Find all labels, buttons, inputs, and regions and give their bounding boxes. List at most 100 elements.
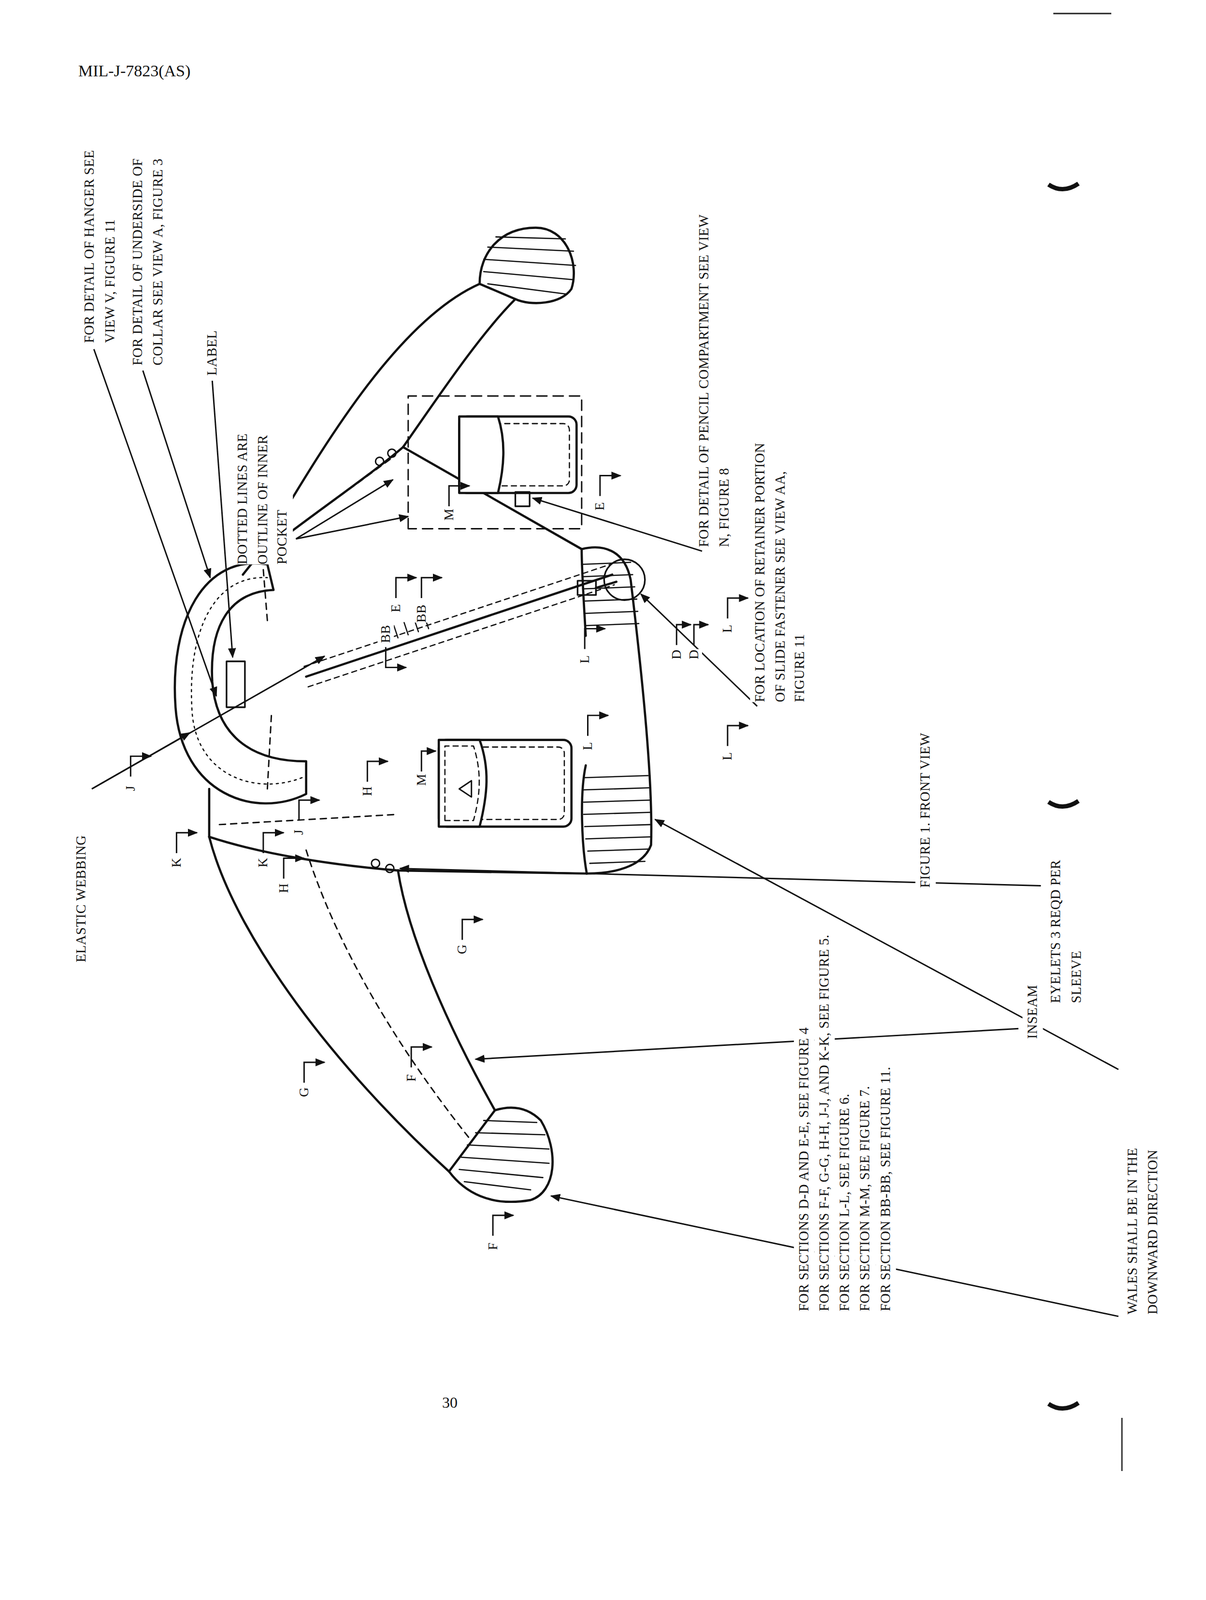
section-letter: E [591,502,608,511]
pocket [459,416,577,493]
callout-note: WALES SHALL BE IN THE DOWNWARD DIRECTION [1122,1091,1163,1315]
section-arrow [263,832,284,854]
section-letter: BB [377,624,394,643]
binder-mark [1048,183,1079,190]
section-arrow [367,761,388,782]
waistband-ribs [581,562,652,864]
slider [577,580,596,596]
section-letter: K [255,857,272,868]
section-letter: H [275,883,292,893]
section-arrow [727,725,748,747]
section-letter: J [122,785,139,791]
collar-ribbing [191,577,302,785]
hem [581,547,652,874]
section-letter: E [387,603,404,613]
section-note: FOR SECTION M-M, SEE FIGURE 7. [855,1086,876,1312]
section-arrow [492,1215,514,1236]
callout-note: FOR LOCATION OF RETAINER PORTION OF SLID… [749,442,810,703]
section-letter: F [484,1242,501,1251]
section-letter: F [402,1074,419,1082]
section-arrow [395,577,417,599]
retainer-circle [603,559,645,601]
label-patch [226,661,245,708]
section-arrow [385,646,406,668]
section-arrow [130,756,151,777]
section-arrow [299,800,320,821]
eyelet [385,864,394,873]
section-arrow [676,624,691,646]
sleeve-seam [306,850,472,1142]
cuff-ribs [459,1120,549,1191]
spec-number: MIL-J-7823(AS) [78,61,191,81]
pocket-flap [438,740,487,828]
section-arrow [411,1047,432,1068]
eyelet [375,457,384,466]
section-letter: G [454,944,471,955]
section-note: FOR SECTION BB-BB, SEE FIGURE 11. [875,1066,896,1312]
binder-mark [1048,1403,1079,1409]
leader-line [400,868,1041,887]
inner-pocket-outline [408,396,582,530]
flap-stitch [445,746,480,821]
section-letter: G [295,1087,312,1098]
section-letter: J [290,829,307,835]
cuff-ribs [483,236,576,294]
section-letter: K [168,857,185,868]
page-rule [1053,13,1112,15]
section-arrow [421,751,436,772]
section-letter: L [576,655,593,664]
sleeve-outline [209,836,449,1172]
section-arrow [727,598,748,619]
cuff-ribbing [448,1107,553,1203]
pocket [438,740,572,828]
section-arrow [584,628,605,649]
figure-caption: FIGURE 1. FRONT VIEW [915,732,935,889]
section-arrow [421,577,442,599]
slide-fastener [306,574,613,677]
eyelet [387,449,397,458]
leader-line [655,819,1119,1070]
leader-line [212,380,233,658]
fastener-tape [303,564,615,687]
section-arrow [283,858,304,879]
eyelet [371,859,380,868]
callout-note: FOR DETAIL OF PENCIL COMPARTMENT SEE VIE… [693,205,734,548]
section-letter: D [668,649,685,660]
section-note: FOR SECTION L-L, SEE FIGURE 6. [834,1093,855,1312]
leader-line [295,516,408,539]
snap [459,780,472,798]
section-letter: D [685,649,702,660]
leader-line [532,498,703,552]
section-letter: L [719,624,736,633]
section-letter: BB [413,604,430,623]
section-arrow [588,715,609,736]
leader-line [143,370,211,578]
page-number: 30 [442,1393,458,1412]
section-letter: H [358,786,375,796]
callout-note: ELASTIC WEBBING [71,835,92,963]
section-letter: L [719,752,736,761]
leader-line [475,1028,1019,1060]
leader-line [91,656,325,790]
callout-note: INSEAM [1022,985,1043,1040]
pencil-compartment [515,491,531,507]
section-arrow [600,475,621,497]
binder-mark [1048,801,1079,807]
section-arrow [693,624,709,646]
armhole-seam [209,836,399,871]
leader-line [640,594,758,707]
section-arrow [303,1062,325,1083]
section-arrow [448,486,470,507]
collar [174,563,307,804]
section-note: FOR SECTIONS D-D AND E-E, SEE FIGURE 4 [793,1027,814,1312]
callout-note: FOR DETAIL OF HANGER SEE VIEW V, FIGURE … [79,139,120,344]
waistband-seam [581,549,588,875]
section-arrow [462,919,483,940]
callout-note: LABEL [201,330,222,376]
callout-note: FOR DETAIL OF UNDERSIDE OF COLLAR SEE VI… [127,128,168,366]
section-letter: M [440,508,457,521]
edge-line [1121,1418,1123,1472]
pocket-flap [459,416,503,493]
